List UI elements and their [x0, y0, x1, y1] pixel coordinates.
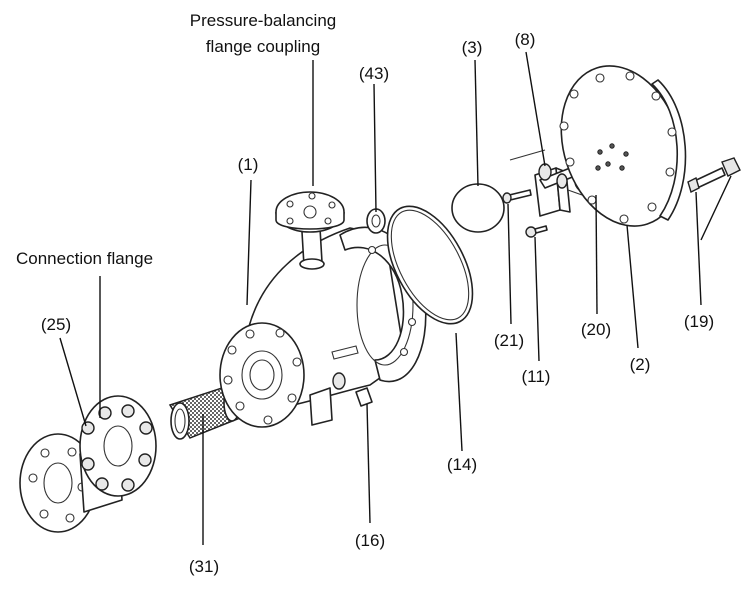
connection-flange-assembly [19, 395, 157, 533]
screw-11 [525, 225, 548, 238]
label-connection-flange: Connection flange [16, 249, 153, 268]
label-part-19: (19) [684, 312, 714, 331]
screw-21 [502, 189, 532, 204]
label-part-31: (31) [189, 557, 219, 576]
label-part-1: (1) [238, 155, 259, 174]
label-pressure-balancing-line1: Pressure-balancing [190, 11, 336, 30]
cover-flange-2 [559, 65, 687, 227]
label-part-2: (2) [630, 355, 651, 374]
float-ball-3 [451, 183, 505, 233]
bolt-19 [687, 157, 741, 193]
labels: Pressure-balancing flange coupling Conne… [16, 11, 714, 576]
label-part-8: (8) [515, 30, 536, 49]
label-part-25: (25) [41, 315, 71, 334]
label-part-11: (11) [522, 367, 551, 386]
pressure-balancing-flange-coupling [275, 191, 345, 233]
label-part-21: (21) [494, 331, 524, 350]
label-part-43: (43) [359, 64, 389, 83]
leader-lines [59, 51, 732, 545]
gasket-14 [386, 205, 474, 325]
label-part-16: (16) [355, 531, 385, 550]
label-part-20: (20) [581, 320, 611, 339]
label-part-3: (3) [462, 38, 483, 57]
drain-plug-16 [332, 372, 373, 407]
label-part-14: (14) [447, 455, 477, 474]
eye-bolt-43 [366, 208, 386, 234]
label-pressure-balancing-line2: flange coupling [206, 37, 320, 56]
